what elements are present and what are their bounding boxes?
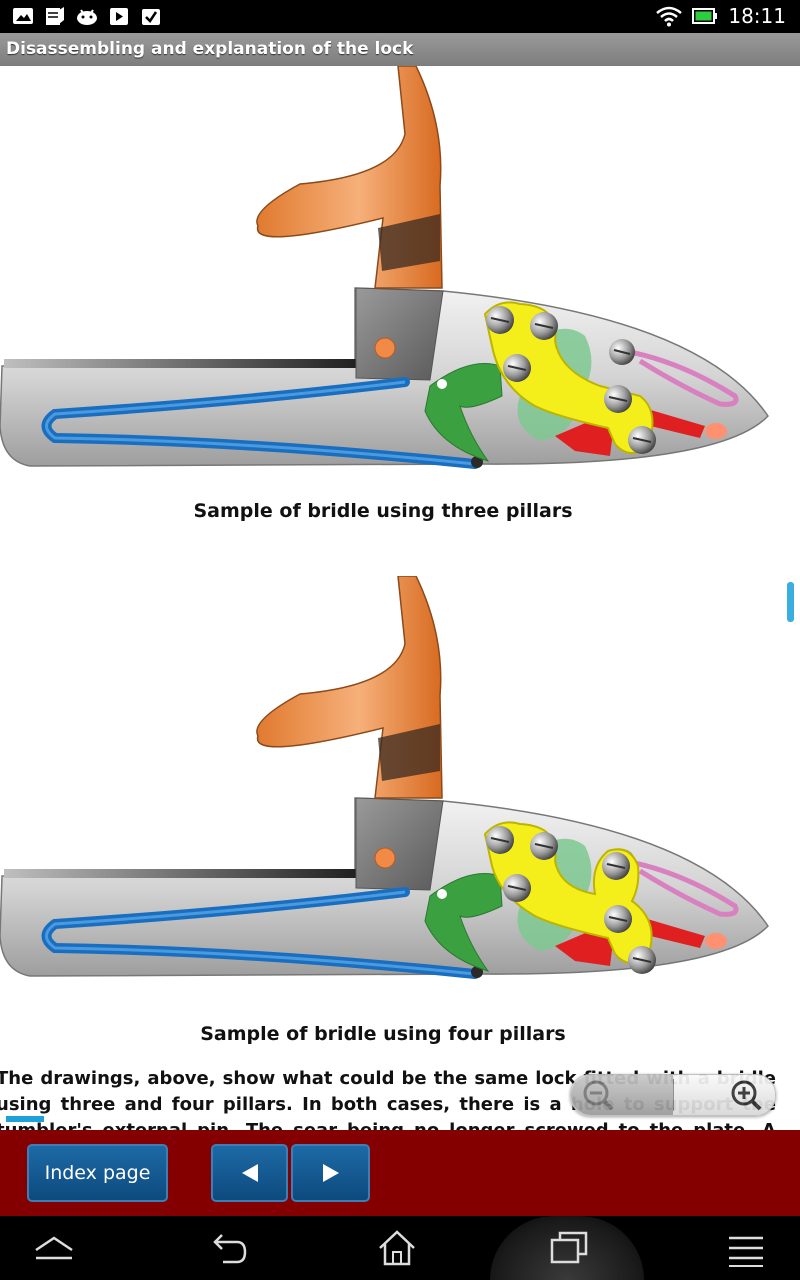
- play-store-icon: [110, 8, 128, 25]
- status-bar: 18:11: [0, 0, 800, 33]
- notification-icons: [12, 6, 162, 26]
- back-icon[interactable]: [207, 1228, 249, 1268]
- android-icon: [77, 9, 97, 25]
- zoom-divider: [673, 1079, 674, 1111]
- menu-icon[interactable]: [725, 1228, 767, 1268]
- previous-page-button[interactable]: [211, 1144, 288, 1202]
- zoom-out-icon: [583, 1080, 614, 1111]
- footer-bar: Index page: [0, 1130, 800, 1216]
- title-bar: Disassembling and explanation of the loc…: [0, 33, 800, 66]
- system-nav-bar: [0, 1216, 800, 1280]
- clock: 18:11: [728, 4, 786, 28]
- home-icon[interactable]: [376, 1228, 418, 1268]
- caption-three-pillars: Sample of bridle using three pillars: [193, 500, 573, 522]
- status-right: 18:11: [656, 4, 786, 28]
- caption-four-pillars: Sample of bridle using four pillars: [200, 1023, 566, 1045]
- index-page-button[interactable]: Index page: [27, 1144, 168, 1202]
- page-title: Disassembling and explanation of the loc…: [6, 39, 414, 59]
- image-icon: [13, 8, 33, 24]
- triangle-right-icon: [322, 1164, 339, 1182]
- selection-highlight: [6, 1116, 44, 1122]
- wifi-icon: [656, 6, 683, 27]
- zoom-controls: [570, 1074, 776, 1116]
- zoom-out-button[interactable]: [571, 1075, 673, 1115]
- hide-bar-icon[interactable]: [33, 1228, 75, 1268]
- zoom-in-button[interactable]: [675, 1075, 775, 1115]
- lock-illustration-three-pillars: [0, 66, 800, 486]
- zoom-in-icon: [731, 1080, 762, 1111]
- content-area[interactable]: Sample of bridle using three pillars Sam…: [0, 66, 800, 1130]
- lock-illustration-four-pillars: [0, 576, 800, 996]
- battery-icon: [692, 8, 718, 24]
- recent-apps-icon[interactable]: [548, 1228, 590, 1268]
- triangle-left-icon: [241, 1164, 258, 1182]
- scrollbar-thumb[interactable]: [787, 582, 794, 622]
- notes-icon: [46, 7, 64, 25]
- checklist-icon: [142, 9, 160, 25]
- next-page-button[interactable]: [291, 1144, 370, 1202]
